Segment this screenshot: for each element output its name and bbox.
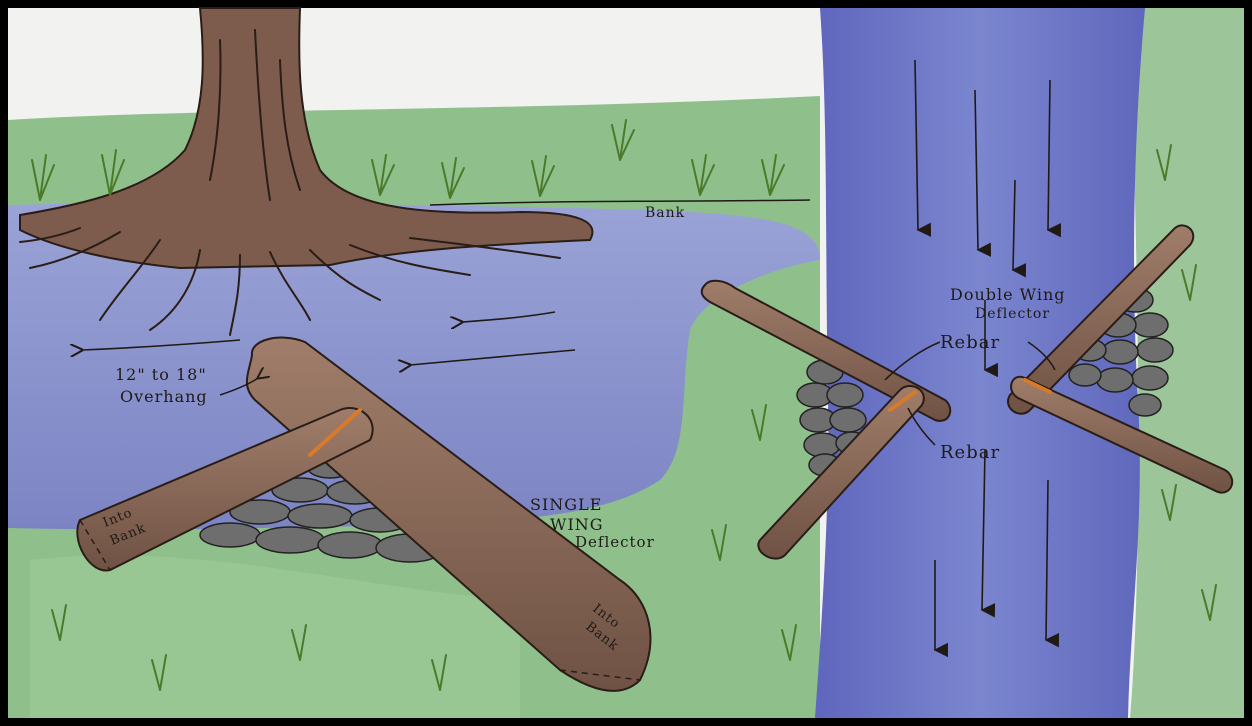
double-wing-label-line2: Deflector [975,306,1050,322]
single-wing-label-line1: SINGLE [530,495,602,514]
grass-right-bank [1130,8,1244,718]
single-wing-label-line3: Deflector [575,533,655,551]
double-wing-label-line1: Double Wing [950,285,1066,304]
rebar-label-bottom: Rebar [940,442,1000,463]
rebar-label-top: Rebar [940,332,1000,353]
overhang-label-line1: 12" to 18" [115,365,207,384]
bank-label: Bank [645,205,685,221]
single-wing-label-line2: WING [550,515,604,534]
overhang-label-line2: Overhang [120,387,208,406]
